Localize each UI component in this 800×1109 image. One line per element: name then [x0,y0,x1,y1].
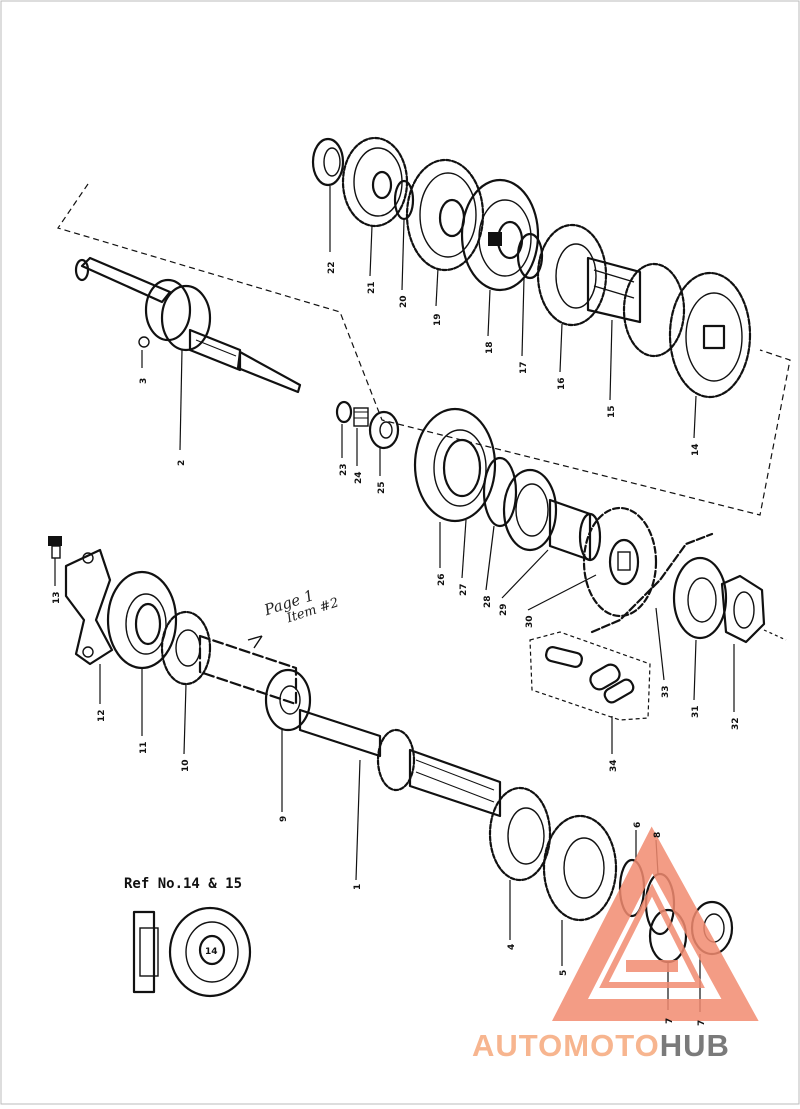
callout-4: 4 [507,944,517,950]
callout-9: 9 [279,816,289,822]
part-29-collar [548,498,602,562]
callout-13: 13 [52,591,62,604]
part-13-bolt [48,536,62,559]
callout-20: 20 [399,295,409,308]
callout-16: 16 [557,377,567,390]
part-31-washer [672,556,728,640]
part-24-spring [353,407,369,427]
part-11-bearing [106,570,178,670]
part-3-ball [138,336,150,348]
callout-1: 1 [353,884,363,890]
callout-5: 5 [559,970,569,976]
callout-6: 6 [633,822,643,828]
callout-18: 18 [485,341,495,354]
part-16-gear [536,223,608,327]
part-4-gear [488,786,552,882]
part-12-retainer [64,548,114,666]
callout-11: 11 [139,741,149,754]
watermark-text: AUTOMOTOHUB [472,1028,730,1064]
part-27-ring [482,456,518,528]
ref-detail-label: 14 [205,947,218,957]
part-34-master-link [529,631,651,721]
part-32-nut [720,574,766,644]
part-30-sprocket [582,506,658,618]
callout-19: 19 [433,313,443,326]
callout-12: 12 [97,709,107,722]
part-1-mainshaft [198,634,502,818]
part-9-washer [264,668,312,732]
part-33-chain [590,532,714,634]
ref-detail: 14 [132,906,252,998]
part-23-nut [335,400,353,424]
callout-8: 8 [653,832,663,838]
callout-32: 32 [731,717,741,730]
callout-30: 30 [525,615,535,628]
ref-label: Ref No.14 & 15 [124,876,243,892]
callout-14: 14 [691,443,701,456]
callout-24: 24 [354,471,364,484]
callout-27: 27 [459,583,469,596]
part-2-shaft [74,256,302,394]
callout-23: 23 [339,463,349,476]
callout-34: 34 [609,759,619,772]
callout-10: 10 [181,759,191,772]
callout-3: 3 [139,378,149,384]
callout-labels: 22 21 20 19 18 17 16 15 14 3 2 23 24 25 … [52,261,741,1026]
callout-2: 2 [177,460,187,466]
part-17-clip [516,232,544,280]
callout-26: 26 [437,573,447,586]
part-19-gear [405,158,485,272]
group-outline [57,183,791,516]
callout-31: 31 [691,705,701,718]
watermark-text-secondary: HUB [659,1028,730,1063]
callout-33: 33 [661,685,671,698]
callout-29: 29 [499,603,509,616]
callout-22: 22 [327,261,337,274]
callout-7b: 7 [697,1020,707,1026]
note-arrow [247,635,263,649]
part-22-washer [311,137,345,187]
part-15-shaft [586,256,642,324]
callout-15: 15 [607,405,617,418]
part-28-seal [502,468,558,552]
watermark-text-primary: AUTOMOTO [472,1028,660,1063]
part-14-gear [622,262,752,399]
part-25-washer [368,410,400,450]
part-5-gear [542,814,618,922]
part-20-washer [393,179,415,221]
part-26-bearing [413,407,497,523]
callout-21: 21 [367,281,377,294]
callout-7: 7 [665,1018,675,1024]
callout-28: 28 [483,595,493,608]
watermark-logo [552,826,759,1021]
callout-25: 25 [377,481,387,494]
callout-17: 17 [519,361,529,374]
